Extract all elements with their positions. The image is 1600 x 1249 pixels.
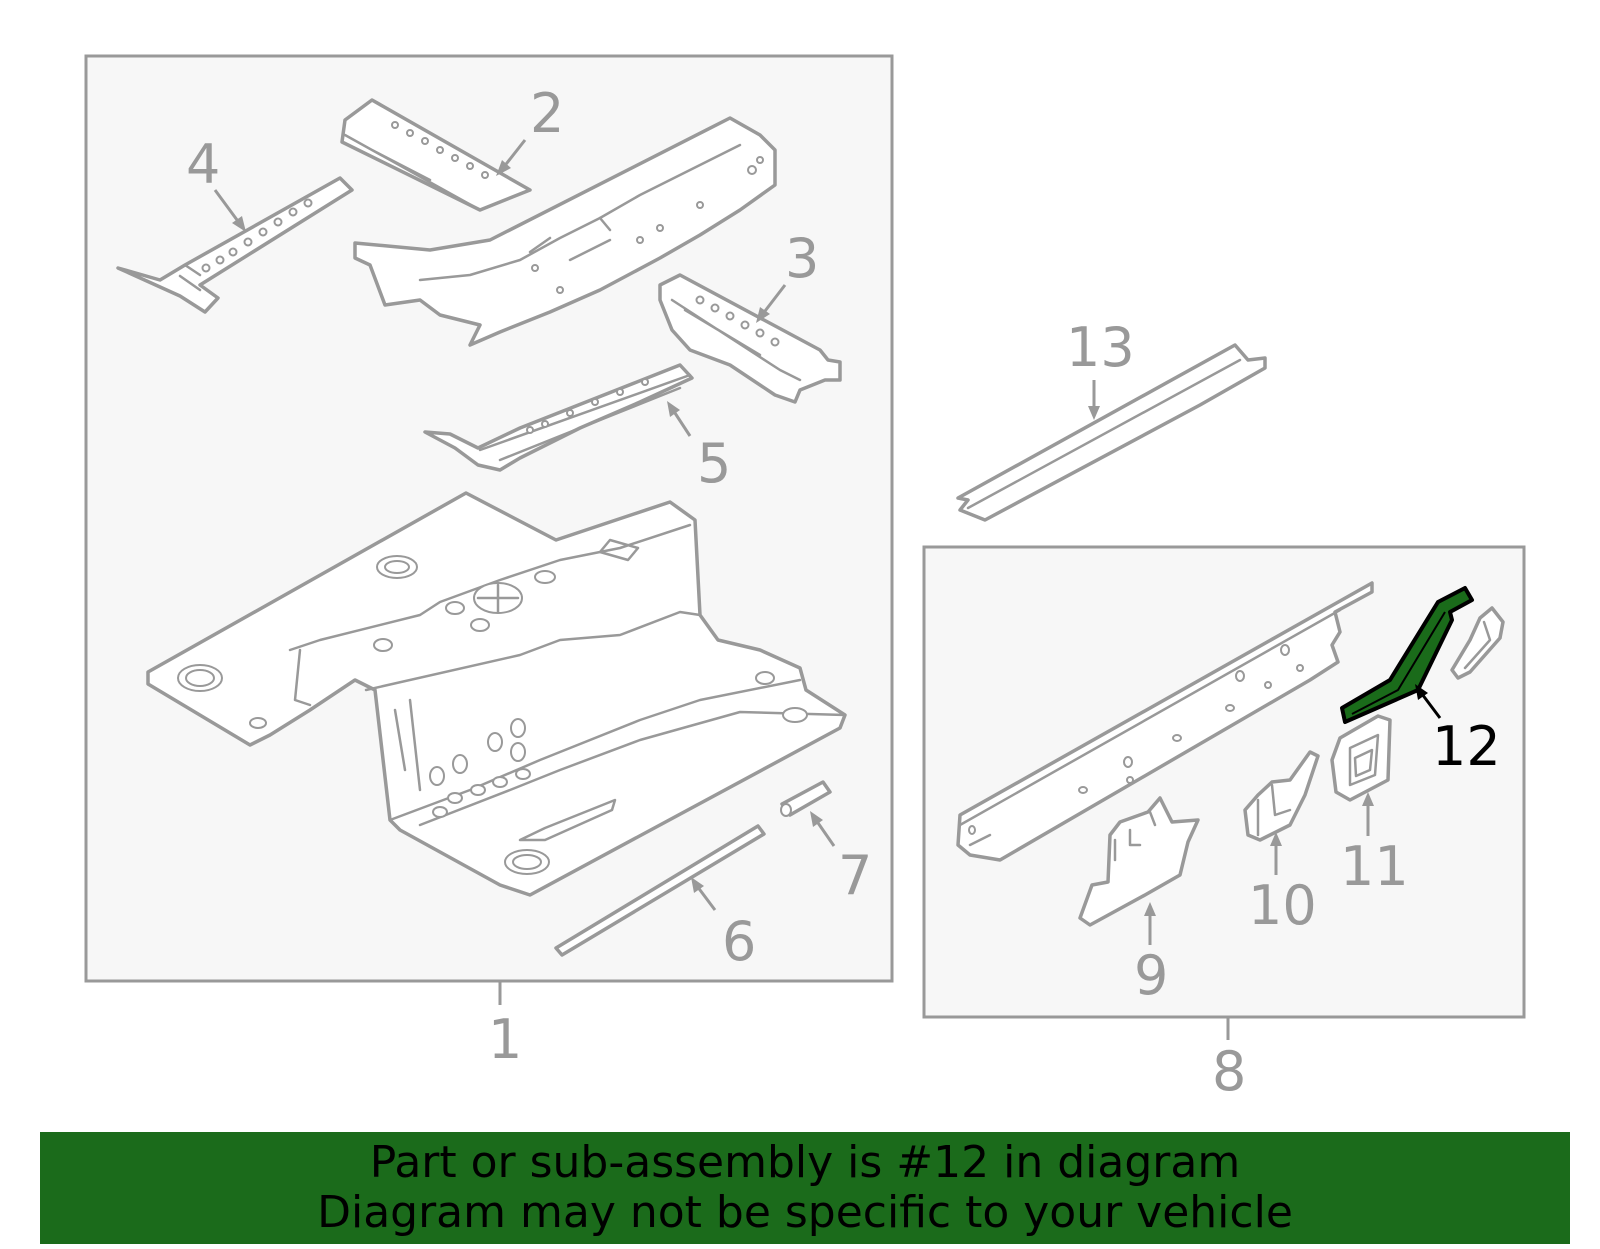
callout-2: 2 [530,82,564,145]
callout-8: 8 [1212,1040,1246,1103]
callout-9: 9 [1134,944,1168,1007]
part-3[interactable] [658,273,842,404]
leaders [213,139,1442,1040]
callout-11: 11 [1340,835,1409,898]
part-7[interactable] [780,780,832,817]
banner-line-2: Diagram may not be specific to your vehi… [317,1187,1293,1238]
part-10[interactable] [1243,750,1320,842]
part-9[interactable] [1078,796,1200,927]
part-12[interactable] [1340,586,1474,724]
callout-7: 7 [838,844,872,907]
part-13[interactable] [956,343,1267,522]
part-4[interactable] [116,176,354,314]
callout-1: 1 [488,1008,522,1071]
part-floor-pan[interactable] [146,491,847,897]
callout-12: 12 [1432,715,1501,778]
part-5[interactable] [423,363,694,472]
part-tunnel[interactable] [353,116,777,347]
part-12-bracket[interactable] [1450,606,1505,680]
part-6[interactable] [554,824,766,957]
info-banner: Part or sub-assembly is #12 in diagram D… [40,1132,1570,1244]
part-8-rail[interactable] [956,581,1374,862]
banner-line-1: Part or sub-assembly is #12 in diagram [369,1137,1241,1188]
callout-10: 10 [1248,874,1317,937]
part-11[interactable] [1330,714,1392,802]
callout-3: 3 [785,227,819,290]
part-2[interactable] [340,98,532,212]
callout-13: 13 [1066,316,1135,379]
callout-4: 4 [186,133,220,196]
callout-6: 6 [722,910,756,973]
callout-5: 5 [697,432,731,495]
